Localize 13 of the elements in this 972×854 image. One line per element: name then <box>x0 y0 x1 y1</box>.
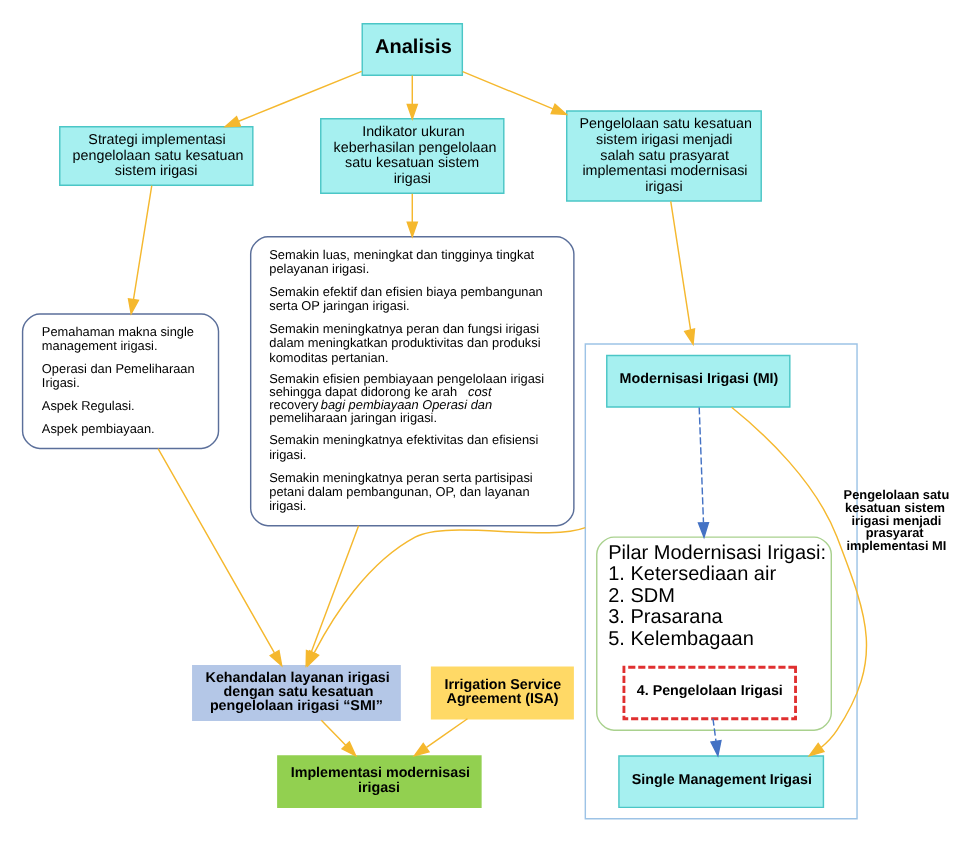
arrow <box>406 74 419 121</box>
node-box: Analisis <box>361 23 464 76</box>
arrow <box>697 406 710 540</box>
arrow <box>127 184 153 316</box>
arrow <box>223 70 363 128</box>
arrow <box>406 192 419 239</box>
arrow <box>320 719 358 758</box>
arrow <box>730 406 868 757</box>
arrow <box>461 70 569 116</box>
arrow <box>709 718 722 758</box>
arrow <box>670 200 696 347</box>
arrow <box>412 718 469 758</box>
arrow <box>157 447 283 668</box>
